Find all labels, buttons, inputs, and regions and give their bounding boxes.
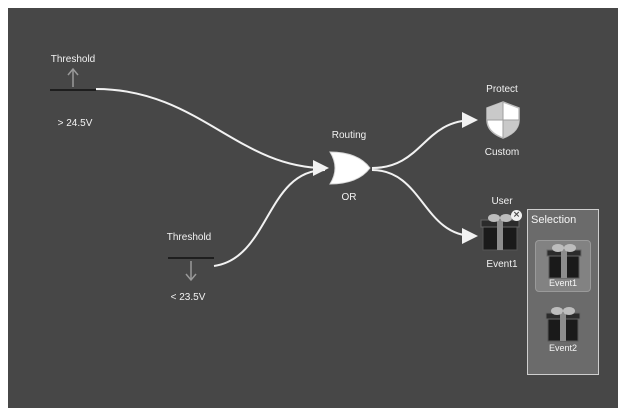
user-title: User (491, 196, 513, 207)
wire-routing-to-protect[interactable] (371, 112, 478, 169)
gift-box-icon[interactable] (478, 212, 522, 252)
selection-item-event1[interactable]: Event1 (535, 240, 591, 292)
protect-title: Protect (486, 84, 518, 95)
logic-canvas[interactable]: Threshold > 24.5V Threshold < 23.5V Rout… (8, 8, 618, 408)
gift-box-icon (545, 307, 581, 342)
selection-item-label: Event1 (548, 278, 578, 288)
wire-routing-to-user[interactable] (371, 169, 478, 244)
selection-item-label: Event2 (548, 343, 578, 353)
or-gate-icon[interactable] (324, 148, 376, 188)
shield-icon[interactable] (484, 100, 522, 140)
routing-title: Routing (331, 130, 367, 141)
user-caption: Event1 (486, 259, 518, 270)
threshold-low-title: Threshold (166, 232, 212, 243)
selection-title: Selection (531, 214, 577, 226)
selection-panel: Selection Event1 Event2 (527, 209, 599, 375)
arrow-up-icon[interactable] (50, 66, 96, 94)
routing-gate-label: OR (341, 192, 357, 203)
protect-caption: Custom (484, 147, 520, 158)
selection-item-event2[interactable]: Event2 (535, 304, 591, 356)
connection-wires (95, 88, 478, 267)
threshold-low-condition: < 23.5V (170, 292, 206, 303)
wire-threshold-low-to-routing[interactable] (213, 169, 326, 267)
arrow-down-icon[interactable] (168, 253, 214, 283)
remove-event-button[interactable]: × (511, 210, 522, 221)
threshold-high-title: Threshold (50, 54, 96, 65)
wire-threshold-high-to-routing[interactable] (95, 88, 329, 176)
gift-box-icon (546, 244, 582, 279)
threshold-high-condition: > 24.5V (57, 118, 93, 129)
